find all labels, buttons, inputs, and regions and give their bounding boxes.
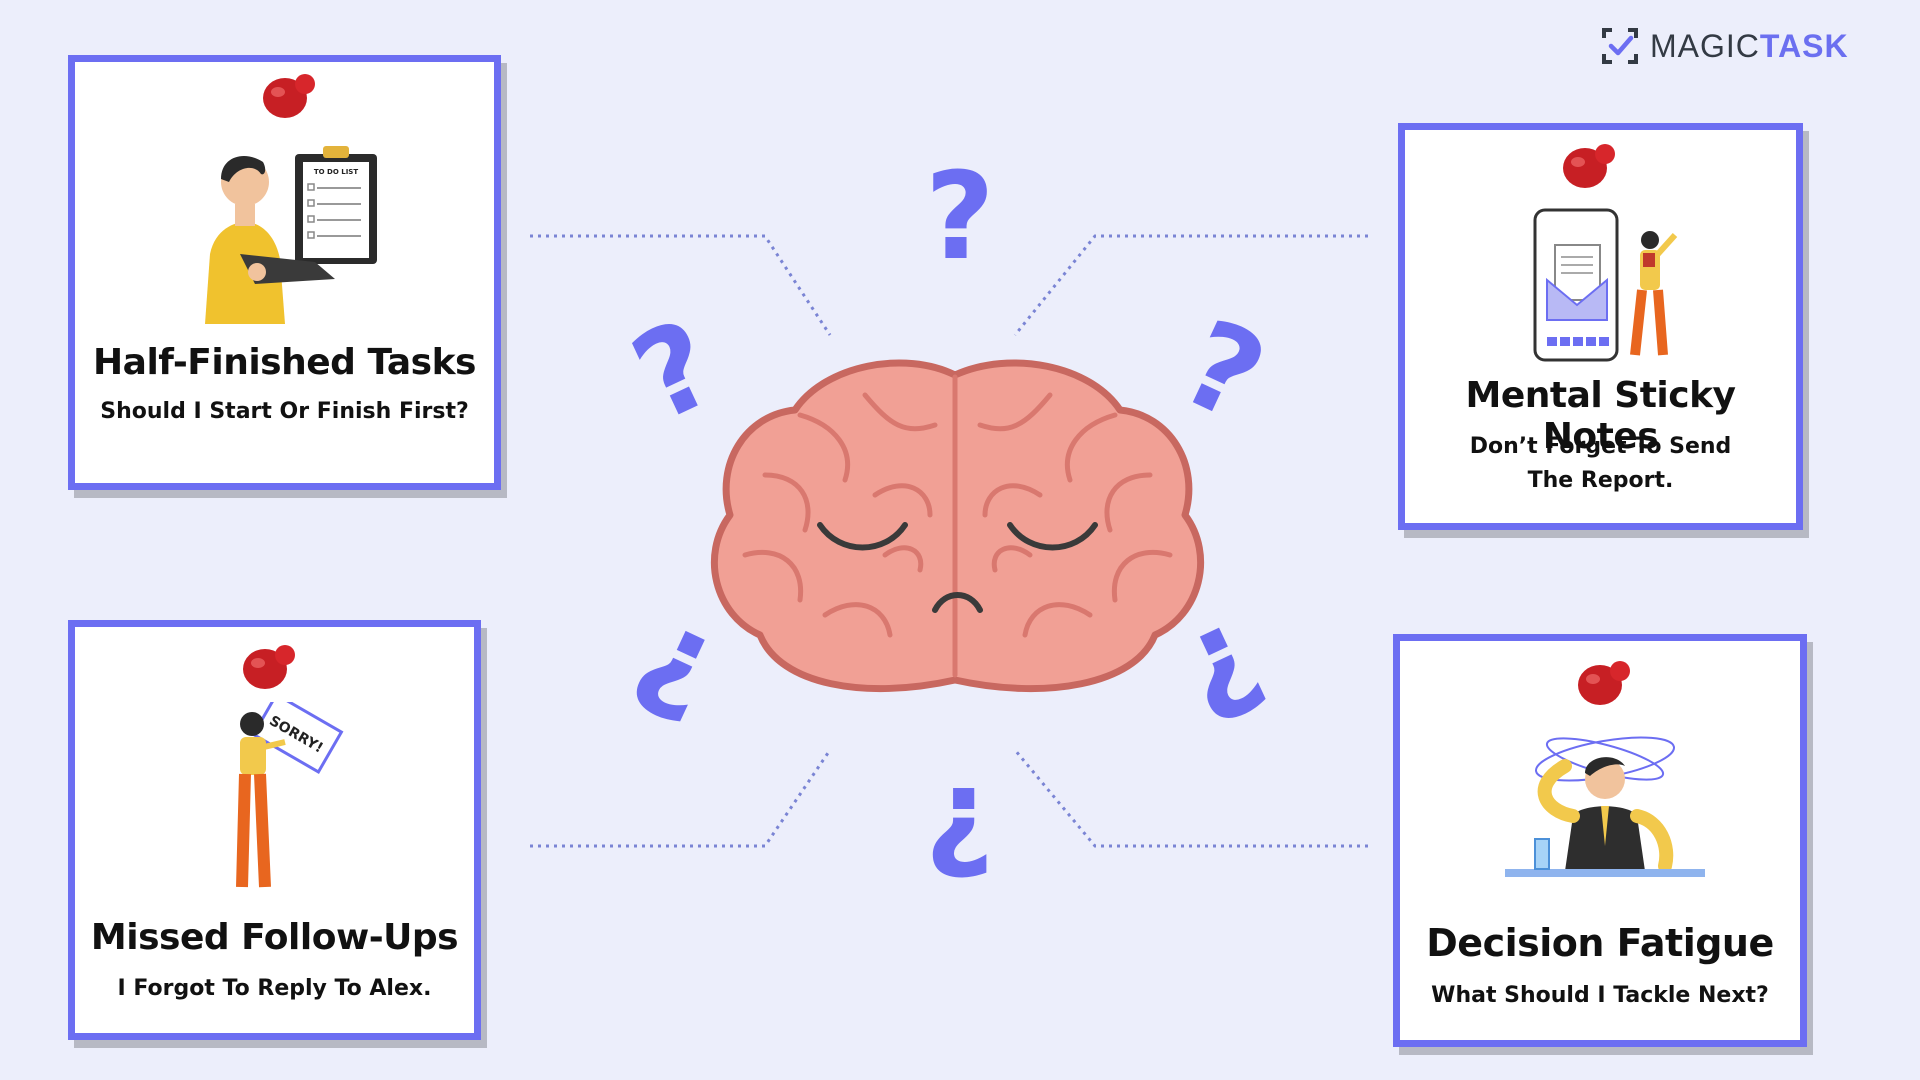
pushpin-icon bbox=[1578, 661, 1630, 705]
clipboard-label: TO DO LIST bbox=[314, 168, 358, 176]
brand-logo[interactable]: MAGICTASK bbox=[1600, 26, 1849, 66]
brand-name: MAGICTASK bbox=[1650, 28, 1849, 65]
brand-name-bold: TASK bbox=[1759, 27, 1849, 64]
man-with-todo-list-illustration: TO DO LIST bbox=[205, 146, 377, 324]
sad-brain-icon bbox=[711, 359, 1204, 692]
note-subtitle: I Forgot To Reply To Alex. bbox=[117, 976, 432, 1001]
note-title: Half-Finished Tasks bbox=[93, 342, 476, 383]
note-title: Mental Sticky Notes bbox=[1465, 375, 1736, 457]
note-mental-sticky-notes: Mental Sticky Notes Don’t Forget To Send… bbox=[1398, 123, 1803, 530]
note-subtitle: Should I Start Or Finish First? bbox=[100, 399, 469, 424]
pushpin-icon bbox=[243, 645, 295, 689]
brand-name-light: MAGIC bbox=[1650, 27, 1760, 64]
stressed-man-at-desk-illustration bbox=[1505, 736, 1705, 877]
note-decision-fatigue: Decision Fatigue What Should I Tackle Ne… bbox=[1393, 634, 1807, 1047]
note-half-finished-tasks: TO DO LIST Half-Finished Tasks Should I … bbox=[68, 55, 501, 490]
checkmark-box-icon bbox=[1602, 28, 1638, 64]
note-subtitle: What Should I Tackle Next? bbox=[1431, 983, 1769, 1008]
question-mark-top: ? bbox=[925, 148, 995, 287]
note-missed-follow-ups: SORRY! Missed Follow-Ups I Forgot To Rep… bbox=[68, 620, 481, 1040]
woman-holding-sorry-sign-illustration: SORRY! bbox=[236, 702, 344, 888]
woman-with-phone-illustration bbox=[1533, 208, 1678, 362]
note-title: Missed Follow-Ups bbox=[90, 917, 459, 958]
pushpin-icon bbox=[1563, 144, 1615, 188]
note-subtitle: Don’t Forget To Send The Report. bbox=[1469, 434, 1732, 493]
note-title: Decision Fatigue bbox=[1426, 921, 1774, 965]
question-mark-bottom: ? bbox=[925, 759, 995, 898]
pushpin-icon bbox=[263, 74, 315, 118]
